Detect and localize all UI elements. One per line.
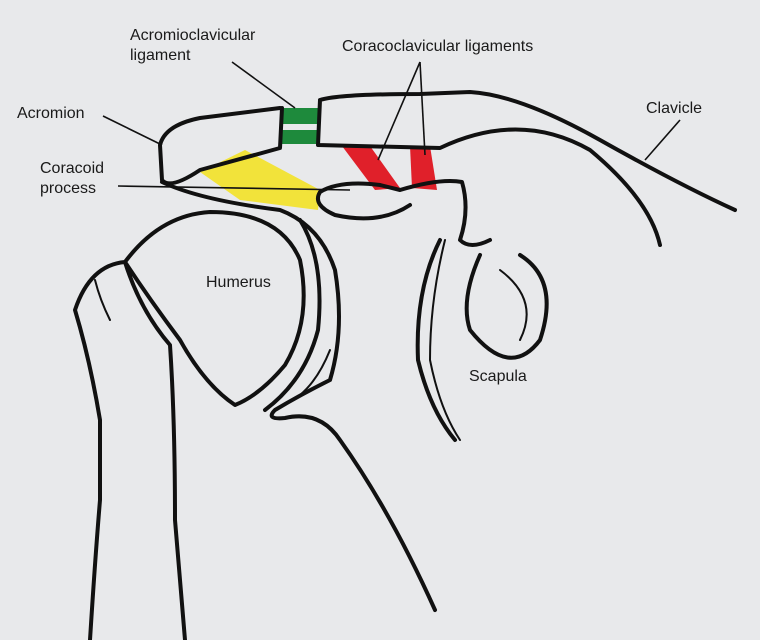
leader-acromion (102, 115, 163, 146)
glenoid (263, 218, 322, 412)
leader-acromioclavicular (231, 61, 296, 109)
label-acromioclavicular-line2: ligament (130, 47, 191, 64)
coracoclavicular-ligament-conoid (410, 146, 437, 190)
scapula-lateral-border (415, 238, 549, 442)
label-humerus: Humerus (206, 274, 271, 291)
coracoid-process (315, 179, 492, 247)
clavicle (316, 90, 737, 247)
label-clavicle: Clavicle (646, 100, 703, 117)
label-acromioclavicular: Acromioclavicular ligament (130, 26, 255, 66)
label-acromion: Acromion (17, 105, 85, 122)
humerus (73, 210, 306, 640)
label-acromioclavicular-line1: Acromioclavicular (130, 27, 256, 44)
label-coracoclavicular: Coracoclavicular ligaments (342, 38, 534, 55)
coracoacromial-ligament (200, 150, 320, 210)
acromioclavicular-ligament (280, 108, 320, 144)
label-scapula: Scapula (469, 368, 527, 385)
label-coracoid: Coracoid process (40, 159, 104, 199)
leader-coracoid (117, 185, 351, 191)
scapula (160, 180, 437, 612)
label-coracoid-line2: process (40, 180, 97, 197)
leader-clavicle (644, 119, 681, 161)
leader-coracoclavicular-1 (377, 61, 421, 161)
leader-coracoclavicular-2 (419, 61, 426, 156)
label-coracoid-line1: Coracoid (40, 160, 105, 177)
acromion (158, 106, 284, 186)
coracoclavicular-ligament-trapezoid (342, 146, 400, 190)
